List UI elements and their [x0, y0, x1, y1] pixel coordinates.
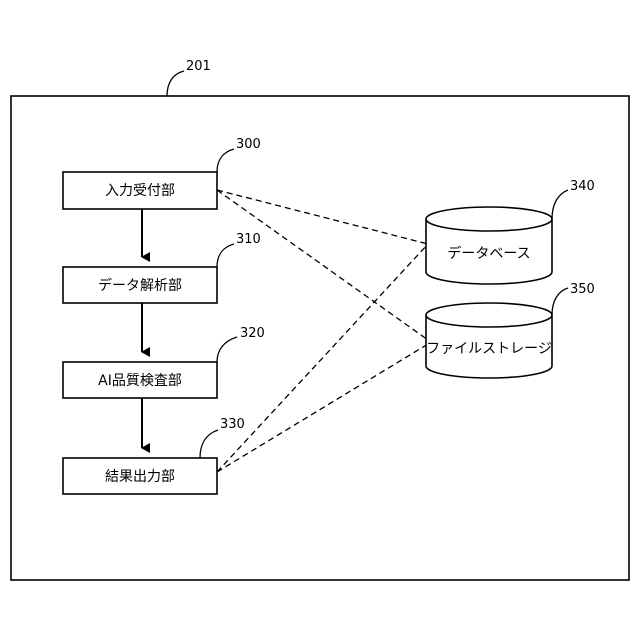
data-analysis-label: データ解析部: [98, 277, 182, 294]
database-ref-label: 340: [570, 179, 595, 194]
data-analysis-box: データ解析部: [63, 267, 217, 303]
result-output-label: 結果出力部: [105, 469, 175, 485]
ai-check-ref-label: 320: [240, 326, 265, 341]
frame-ref-leader: [167, 71, 184, 96]
database-cylinder-top: [426, 207, 552, 231]
input-receiver-box: 入力受付部: [63, 172, 217, 209]
frame-ref-label: 201: [186, 59, 211, 74]
input-ref-leader: [217, 149, 234, 172]
ai-check-ref-leader: [217, 337, 237, 362]
file-storage-ref-label: 350: [570, 282, 595, 297]
result-output-box: 結果出力部: [63, 458, 217, 494]
dashed-output-to-database: [217, 244, 428, 472]
analysis-ref-leader: [217, 244, 234, 267]
dashed-output-to-file-storage: [217, 344, 428, 472]
ai-quality-check-box: AI品質検査部: [63, 362, 217, 398]
output-ref-label: 330: [220, 417, 245, 432]
ai-quality-check-label: AI品質検査部: [98, 373, 182, 389]
dashed-input-to-file-storage: [217, 190, 428, 340]
database-cylinder: データベース: [426, 207, 552, 284]
output-ref-leader: [200, 430, 218, 458]
file-storage-ref-leader: [552, 288, 568, 315]
file-storage-cylinder-top: [426, 303, 552, 327]
database-ref-leader: [552, 190, 568, 219]
analysis-ref-label: 310: [236, 232, 261, 247]
input-receiver-label: 入力受付部: [105, 183, 175, 199]
input-ref-label: 300: [236, 137, 261, 152]
file-storage-cylinder: ファイルストレージ: [426, 303, 552, 378]
database-label: データベース: [447, 245, 530, 262]
file-storage-label: ファイルストレージ: [426, 341, 552, 357]
